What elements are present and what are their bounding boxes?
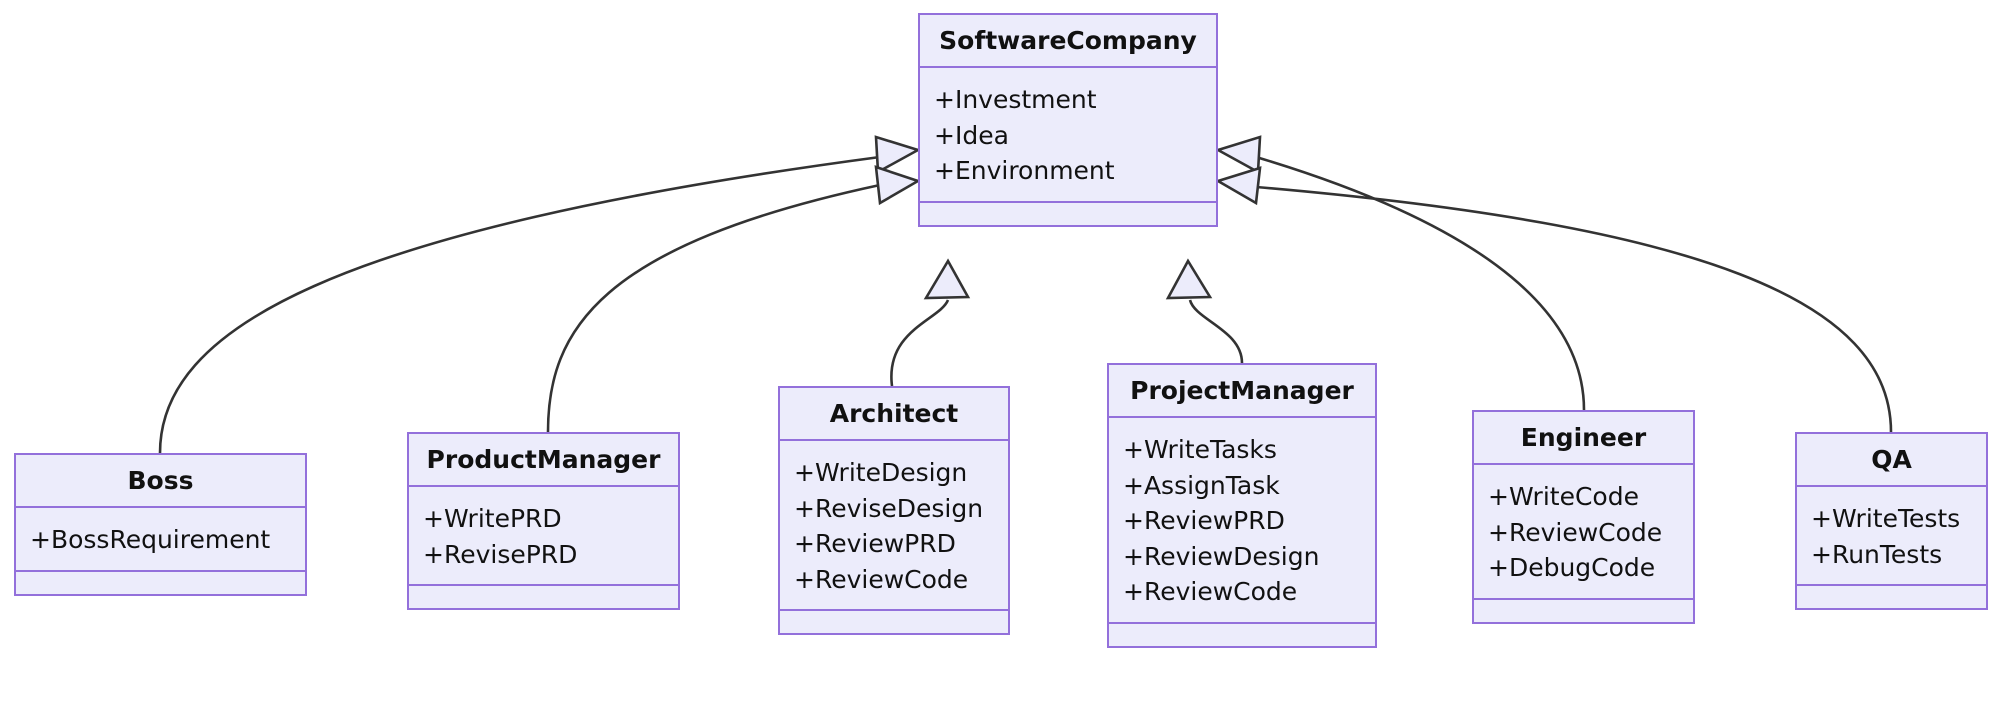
- class-divider: [1797, 584, 1986, 586]
- class-divider: [1474, 463, 1693, 465]
- class-attributes: +BossRequirement: [16, 508, 305, 570]
- class-methods: [1797, 586, 1986, 608]
- class-title: Architect: [829, 399, 959, 428]
- class-title: Boss: [127, 466, 194, 495]
- class-attribute: +ReviewPRD: [1123, 506, 1285, 535]
- class-attribute: +ReviewCode: [1488, 517, 1663, 547]
- class-attributes: +WriteCode +ReviewCode +DebugCode: [1474, 465, 1693, 598]
- class-title: SoftwareCompany: [939, 26, 1197, 55]
- class-divider: [920, 200, 1216, 203]
- class-methods: [780, 611, 1008, 633]
- class-box-boss[interactable]: Boss +BossRequirement: [14, 453, 307, 596]
- class-attribute: +WriteDesign: [794, 458, 968, 487]
- class-divider: [16, 569, 305, 572]
- class-methods: [1474, 600, 1693, 622]
- class-box-projectmanager[interactable]: ProjectManager +WriteTasks +AssignTask +…: [1107, 363, 1377, 648]
- class-attribute: +RunTests: [1811, 539, 1943, 569]
- class-box-softwarecompany[interactable]: SoftwareCompany +Investment +Idea +Envir…: [918, 13, 1218, 227]
- class-attributes: +WriteTests +RunTests: [1797, 487, 1986, 584]
- class-attribute: +ReviewDesign: [1123, 541, 1320, 571]
- edge-projectmanager-to-softwarecompany: [1165, 258, 1244, 364]
- class-attribute: +ReviewPRD: [794, 529, 956, 558]
- class-divider: [1797, 485, 1986, 487]
- class-attributes: +Investment +Idea +Environment: [920, 68, 1216, 201]
- class-title: QA: [1871, 445, 1912, 474]
- class-attribute: +Idea: [934, 120, 1009, 150]
- edge-architect-to-softwarecompany: [890, 258, 971, 387]
- class-attribute: +ReviseDesign: [794, 493, 984, 523]
- class-methods: [16, 572, 305, 594]
- class-attribute: +AssignTask: [1123, 470, 1280, 500]
- class-attribute: +WriteTasks: [1123, 435, 1277, 464]
- class-divider: [780, 609, 1008, 611]
- class-methods: [409, 586, 678, 608]
- class-divider: [409, 485, 678, 487]
- class-methods: [920, 203, 1216, 225]
- class-attributes: +WriteDesign +ReviseDesign +ReviewPRD +R…: [780, 441, 1008, 609]
- class-title: Engineer: [1520, 423, 1647, 452]
- class-divider: [780, 439, 1008, 441]
- class-divider: [1109, 416, 1375, 418]
- class-box-engineer[interactable]: Engineer +WriteCode +ReviewCode +DebugCo…: [1472, 410, 1695, 624]
- class-attribute: +WriteCode: [1488, 482, 1639, 511]
- class-divider: [1109, 621, 1375, 624]
- class-divider: [920, 66, 1216, 68]
- class-divider: [409, 584, 678, 586]
- class-attribute: +Investment: [934, 85, 1097, 114]
- class-methods: [1109, 624, 1375, 646]
- class-attributes: +WritePRD +RevisePRD: [409, 487, 678, 584]
- class-attribute: +ReviewCode: [1123, 577, 1298, 606]
- class-attribute: +WriteTests: [1811, 504, 1961, 533]
- class-divider: [16, 506, 305, 508]
- class-attribute: +BossRequirement: [30, 525, 271, 554]
- class-box-qa[interactable]: QA +WriteTests +RunTests: [1795, 432, 1988, 610]
- class-attributes: +WriteTasks +AssignTask +ReviewPRD +Revi…: [1109, 418, 1375, 622]
- class-attribute: +ReviewCode: [794, 564, 969, 594]
- class-title: ProductManager: [426, 445, 661, 474]
- class-attribute: +DebugCode: [1488, 553, 1656, 582]
- class-attribute: +WritePRD: [423, 504, 562, 533]
- class-title: ProjectManager: [1130, 376, 1354, 405]
- class-box-architect[interactable]: Architect +WriteDesign +ReviseDesign +Re…: [778, 386, 1010, 635]
- class-attribute: +Environment: [934, 156, 1115, 185]
- class-divider: [1474, 597, 1693, 600]
- class-attribute: +RevisePRD: [423, 539, 578, 569]
- class-box-productmanager[interactable]: ProductManager +WritePRD +RevisePRD: [407, 432, 680, 610]
